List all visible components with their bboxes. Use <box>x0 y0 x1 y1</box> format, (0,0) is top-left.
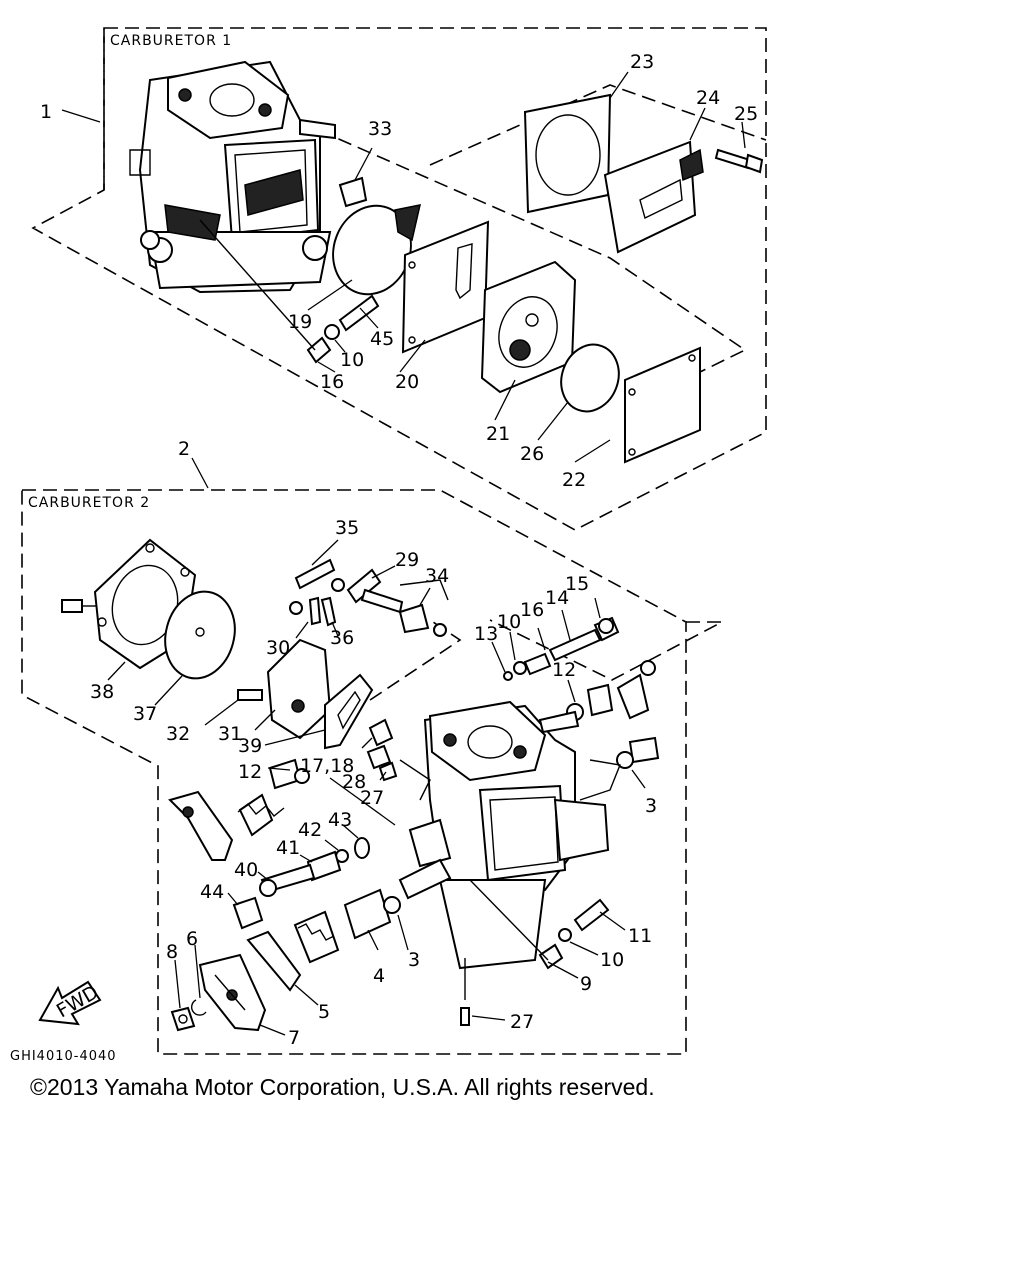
callout-29: 29 <box>395 549 419 571</box>
part-32-screw <box>204 689 263 726</box>
callout-21: 21 <box>486 423 510 445</box>
part-21-pump-body <box>480 260 577 421</box>
callout-40: 40 <box>234 859 258 881</box>
callout-10-lower: 10 <box>600 949 624 971</box>
part-14-needle-set <box>491 597 620 681</box>
part-26-diaphragm <box>537 343 620 441</box>
callout-16-mid: 16 <box>520 599 544 621</box>
leader-part-2 <box>191 457 209 489</box>
callout-3-upper: 3 <box>645 795 657 817</box>
part-39-gasket <box>264 673 374 750</box>
callout-5: 5 <box>318 1001 330 1023</box>
callout-31: 31 <box>218 723 242 745</box>
callout-33: 33 <box>368 118 392 140</box>
part-3-upper <box>579 736 660 801</box>
callout-12-right: 12 <box>552 659 576 681</box>
callout-37: 37 <box>133 703 157 725</box>
callout-11: 11 <box>628 925 652 947</box>
part-25-bolt <box>714 121 764 174</box>
callout-10-top: 10 <box>340 349 364 371</box>
fwd-arrow: FWD <box>38 980 102 1026</box>
carburetor-1-title: CARBURETOR 1 <box>110 33 232 49</box>
part-35-29-34-30-36-set <box>289 539 449 639</box>
callout-39: 39 <box>238 735 262 757</box>
callout-23: 23 <box>630 51 654 73</box>
callout-24: 24 <box>696 87 720 109</box>
exploded-parts-diagram: CARBURETOR 1 CARBURETOR 2 <box>10 27 767 1064</box>
callout-45: 45 <box>370 328 394 350</box>
callout-10-mid: 10 <box>497 611 521 633</box>
callout-30: 30 <box>266 637 290 659</box>
callout-3-lower: 3 <box>408 949 420 971</box>
callout-28: 28 <box>342 771 366 793</box>
leader-part-1 <box>61 109 101 123</box>
callout-6: 6 <box>186 928 198 950</box>
figure-code: GHI4010-4040 <box>10 1049 117 1064</box>
callout-15: 15 <box>565 573 589 595</box>
callout-26: 26 <box>520 443 544 465</box>
callout-19: 19 <box>288 311 312 333</box>
part-6-7-8-set <box>170 944 286 1036</box>
callout-36: 36 <box>330 627 354 649</box>
part-24-cover <box>603 107 706 254</box>
callout-13: 13 <box>474 623 498 645</box>
callout-22: 22 <box>562 469 586 491</box>
callout-35: 35 <box>335 517 359 539</box>
carburetor-2-title: CARBURETOR 2 <box>28 495 150 511</box>
copyright-notice: ©2013 Yamaha Motor Corporation, U.S.A. A… <box>30 1074 655 1100</box>
part-40-44-screw-set <box>227 824 370 930</box>
callout-2: 2 <box>178 438 190 460</box>
callout-9: 9 <box>580 973 592 995</box>
part-12-17-18-28-27-set <box>267 718 398 826</box>
callout-44: 44 <box>200 881 224 903</box>
part-19-diaphragm <box>307 204 421 311</box>
part-33-screw <box>338 147 373 208</box>
callout-4: 4 <box>373 965 385 987</box>
callout-16-top: 16 <box>320 371 344 393</box>
carburetor-1-boundary <box>31 27 767 531</box>
callout-43: 43 <box>328 809 352 831</box>
part-12-upper-right <box>538 660 656 734</box>
callout-14: 14 <box>545 587 569 609</box>
carburetor-2-body <box>399 700 610 970</box>
callout-numbers: 1 23 24 25 33 19 45 10 16 20 21 26 22 2 … <box>40 51 758 1049</box>
part-37-diaphragm <box>154 590 236 706</box>
part-9-10-11-set <box>469 879 626 979</box>
callout-1: 1 <box>40 101 52 123</box>
part-22-cover <box>574 346 701 464</box>
part-45-10-16-screw-set <box>199 219 380 373</box>
carburetor-1-body <box>129 60 336 294</box>
callout-38: 38 <box>90 681 114 703</box>
callout-27-lower: 27 <box>510 1011 534 1033</box>
callout-27-upper: 27 <box>360 787 384 809</box>
part-27-lower <box>460 958 506 1026</box>
callout-20: 20 <box>395 371 419 393</box>
callout-12-left: 12 <box>238 761 262 783</box>
callout-42: 42 <box>298 819 322 841</box>
callout-25: 25 <box>734 103 758 125</box>
callout-32: 32 <box>166 723 190 745</box>
part-20-gasket <box>399 220 490 373</box>
callout-7: 7 <box>288 1027 300 1049</box>
callout-41: 41 <box>276 837 300 859</box>
callout-34: 34 <box>425 565 449 587</box>
callout-17-18: 17,18 <box>300 755 354 777</box>
callout-8: 8 <box>166 941 178 963</box>
part-throttle-lever <box>168 790 285 861</box>
part-3-4-5-set <box>246 858 452 1006</box>
